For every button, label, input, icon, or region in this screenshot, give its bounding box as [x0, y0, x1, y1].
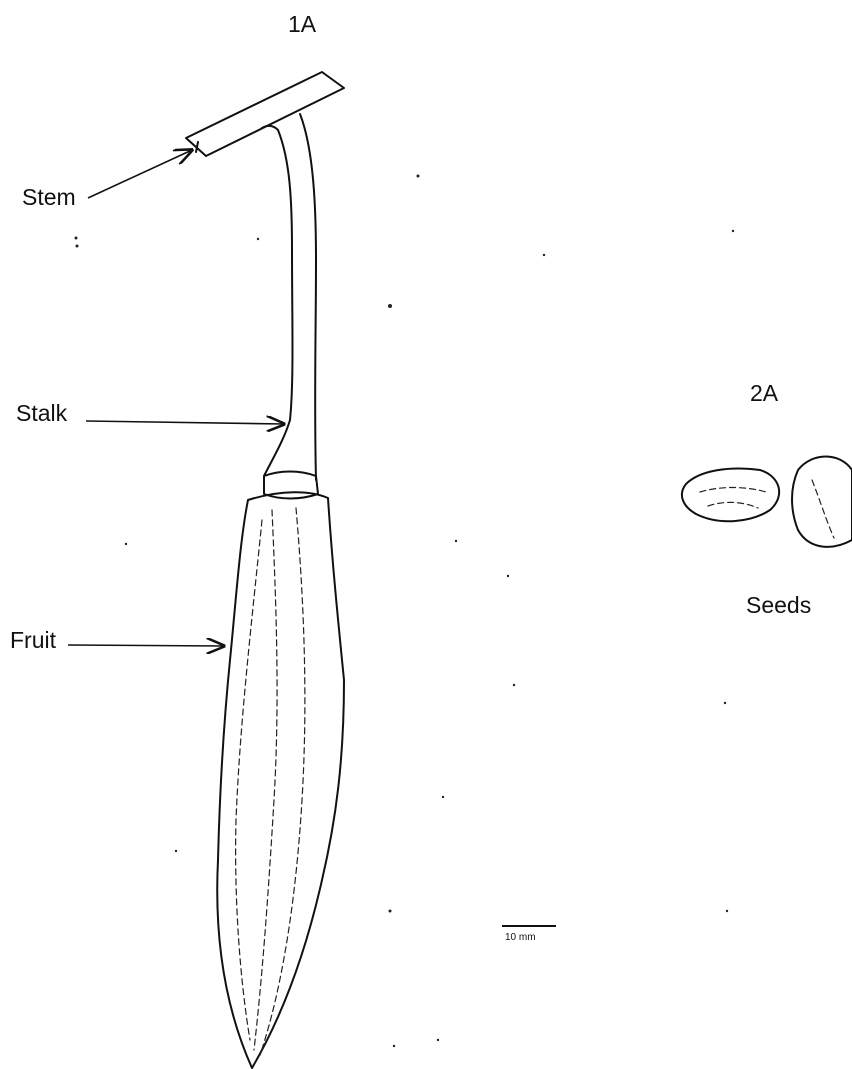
stalk-label: Stalk [16, 400, 68, 426]
scale-bar-label: 10 mm [505, 932, 536, 943]
stem-callout: Stem [22, 150, 192, 210]
stem-label: Stem [22, 184, 76, 210]
stem-drawing [186, 72, 344, 156]
scale-bar: 10 mm [502, 926, 556, 943]
figure-1a-title: 1A [288, 11, 317, 37]
stalk-callout: Stalk [16, 400, 284, 426]
fruit-drawing [217, 492, 344, 1068]
fruit-callout: Fruit [10, 627, 224, 653]
scan-specks [75, 175, 735, 1048]
seed-2-drawing [792, 457, 852, 547]
fruit-label: Fruit [10, 627, 57, 653]
figure-2a-title: 2A [750, 380, 779, 406]
seed-1-drawing [682, 469, 779, 522]
stalk-drawing [264, 114, 318, 499]
seeds-caption: Seeds [746, 592, 811, 618]
